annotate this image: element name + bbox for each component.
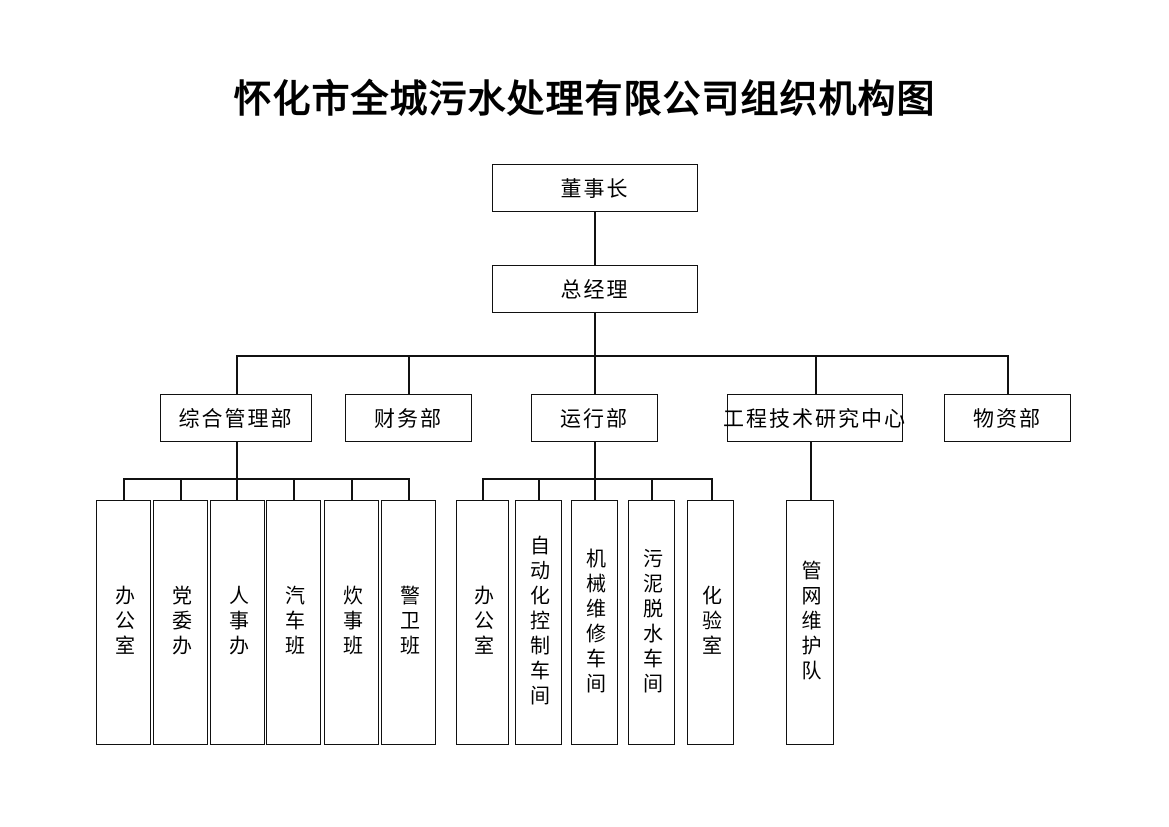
operations-leg-2 bbox=[538, 478, 540, 500]
node-unit-sludge-dewatering-workshop[interactable]: 污泥脱水车间 bbox=[628, 500, 675, 745]
node-unit-personnel-office[interactable]: 人事办 bbox=[210, 500, 265, 745]
connector-chairman-to-gm bbox=[594, 212, 596, 265]
operations-leg-4 bbox=[651, 478, 653, 500]
node-unit-office-operations[interactable]: 办公室 bbox=[456, 500, 509, 745]
general-admin-leg-1 bbox=[123, 478, 125, 500]
general-admin-leg-4 bbox=[293, 478, 295, 500]
dept-leg-finance bbox=[408, 355, 410, 394]
node-chairman[interactable]: 董事长 bbox=[492, 164, 698, 212]
node-department-operations[interactable]: 运行部 bbox=[531, 394, 658, 442]
connector-engineering-to-unit bbox=[810, 442, 812, 500]
node-department-finance[interactable]: 财务部 bbox=[345, 394, 472, 442]
general-admin-leg-3 bbox=[236, 478, 238, 500]
node-unit-kitchen-team[interactable]: 炊事班 bbox=[324, 500, 379, 745]
node-unit-office-admin[interactable]: 办公室 bbox=[96, 500, 151, 745]
connector-gm-to-bus bbox=[594, 313, 596, 355]
node-unit-pipeline-maintenance-team[interactable]: 管网维护队 bbox=[786, 500, 834, 745]
dept-leg-materials bbox=[1007, 355, 1009, 394]
dept-leg-general-admin bbox=[236, 355, 238, 394]
dept-leg-engineering bbox=[815, 355, 817, 394]
department-bus bbox=[236, 355, 1008, 357]
node-department-engineering-center[interactable]: 工程技术研究中心 bbox=[723, 394, 905, 442]
node-unit-automation-control-workshop[interactable]: 自动化控制车间 bbox=[515, 500, 562, 745]
general-admin-leg-6 bbox=[408, 478, 410, 500]
node-general-manager[interactable]: 总经理 bbox=[492, 265, 698, 313]
connector-general-admin-to-subbus bbox=[236, 442, 238, 478]
node-department-materials[interactable]: 物资部 bbox=[944, 394, 1071, 442]
node-unit-mechanical-maintenance-workshop[interactable]: 机械维修车间 bbox=[571, 500, 618, 745]
operations-leg-5 bbox=[711, 478, 713, 500]
operations-leg-1 bbox=[482, 478, 484, 500]
general-admin-sub-bus bbox=[123, 478, 410, 480]
connector-operations-to-subbus bbox=[594, 442, 596, 478]
node-department-general-admin[interactable]: 综合管理部 bbox=[160, 394, 312, 442]
operations-sub-bus bbox=[482, 478, 713, 480]
node-unit-laboratory[interactable]: 化验室 bbox=[687, 500, 734, 745]
dept-leg-operations bbox=[594, 355, 596, 394]
node-unit-vehicle-team[interactable]: 汽车班 bbox=[266, 500, 321, 745]
node-unit-security-team[interactable]: 警卫班 bbox=[381, 500, 436, 745]
general-admin-leg-5 bbox=[351, 478, 353, 500]
operations-leg-3 bbox=[594, 478, 596, 500]
general-admin-leg-2 bbox=[180, 478, 182, 500]
page-title: 怀化市全城污水处理有限公司组织机构图 bbox=[233, 76, 936, 121]
node-unit-party-committee-office[interactable]: 党委办 bbox=[153, 500, 208, 745]
